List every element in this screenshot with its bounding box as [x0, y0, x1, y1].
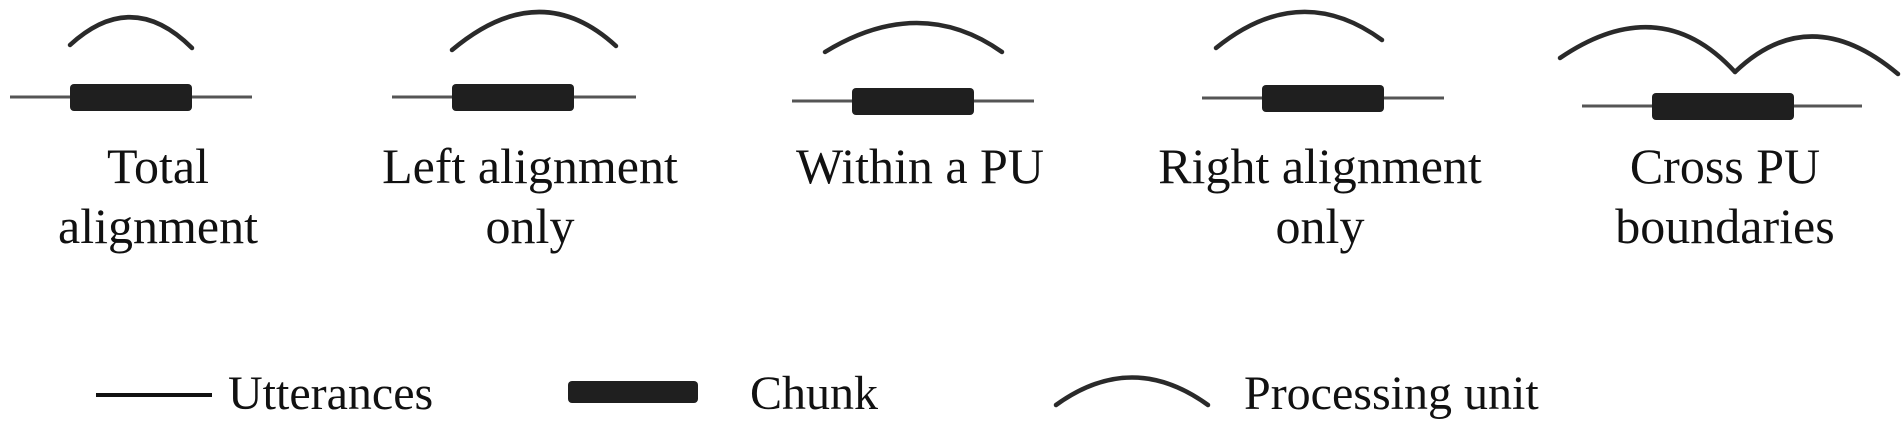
- legend-chunk-label: Chunk: [750, 367, 879, 420]
- case-total-alignment: [10, 15, 252, 111]
- case-left-alignment-only: [392, 9, 636, 111]
- chunk-bar: [70, 84, 192, 111]
- chunk-bar: [1262, 85, 1384, 112]
- chunk-bar: [1652, 93, 1794, 120]
- caption-left-alignment-only: Left alignment only: [382, 138, 678, 254]
- processing-unit-arc: [822, 20, 1005, 55]
- processing-unit-arc: [1732, 34, 1901, 77]
- processing-unit-arc: [1557, 24, 1738, 75]
- legend-processing-unit-swatch: [1053, 375, 1211, 408]
- legend-chunk-swatch: [568, 381, 698, 403]
- chunk-bar: [852, 88, 974, 115]
- caption-within-a-pu: Within a PU: [796, 138, 1044, 194]
- processing-unit-arc: [449, 9, 619, 53]
- processing-unit-arc: [1213, 9, 1385, 51]
- legend-utterances-label: Utterances: [228, 367, 434, 420]
- processing-unit-arc: [67, 15, 195, 51]
- case-within-a-pu: [792, 20, 1034, 115]
- caption-total-alignment: Total alignment: [58, 138, 258, 254]
- caption-right-alignment-only: Right alignment only: [1158, 138, 1482, 254]
- legend: [96, 375, 1211, 408]
- case-cross-pu-boundaries: [1557, 24, 1901, 120]
- chunk-bar: [452, 84, 574, 111]
- caption-cross-pu-boundaries: Cross PU boundaries: [1615, 138, 1835, 254]
- case-right-alignment-only: [1202, 9, 1444, 112]
- legend-processing-unit-label: Processing unit: [1244, 367, 1539, 420]
